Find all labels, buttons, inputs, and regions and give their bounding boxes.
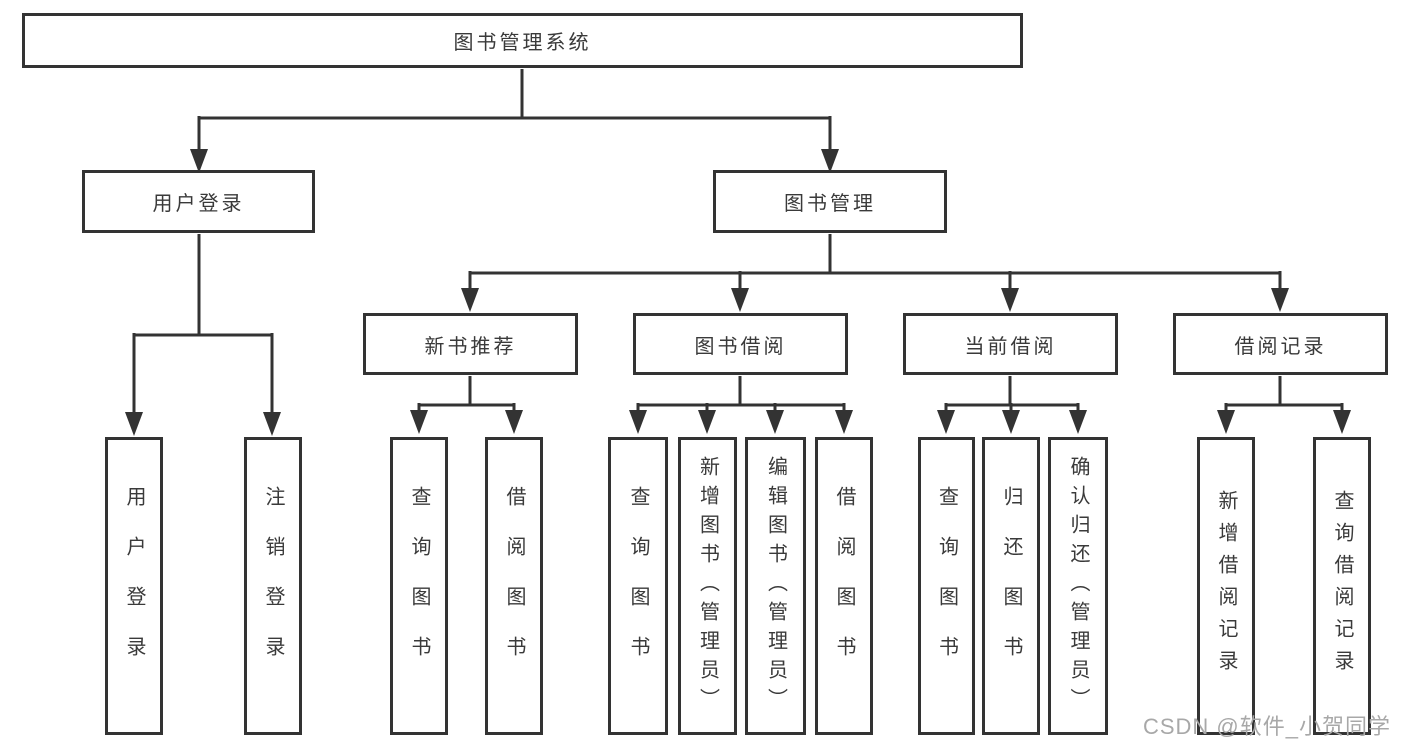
- leaf-borrow-books: 借阅图书: [815, 437, 873, 735]
- leaf-label: 查询图书: [627, 486, 649, 686]
- leaf-edit-books-admin: 编辑图书（管理员）: [745, 437, 806, 735]
- leaf-user-login: 用户登录: [105, 437, 163, 735]
- leaf-return-books: 归还图书: [982, 437, 1040, 735]
- leaf-add-books-admin: 新增图书（管理员）: [678, 437, 737, 735]
- node-label: 图书管理: [784, 193, 876, 215]
- node-new-book-recommend: 新书推荐: [363, 313, 578, 375]
- leaf-label: 查询借阅记录: [1331, 490, 1353, 682]
- leaf-query-books-borrow: 查询图书: [608, 437, 668, 735]
- node-label: 图书管理系统: [453, 32, 592, 54]
- leaf-label: 借阅图书: [833, 486, 855, 686]
- node-label: 用户登录: [152, 193, 245, 215]
- node-library-management-system: 图书管理系统: [22, 13, 1023, 68]
- node-book-borrow: 图书借阅: [633, 313, 848, 375]
- leaf-label: 查询图书: [408, 486, 430, 686]
- leaf-label: 借阅图书: [503, 486, 525, 686]
- node-user-login: 用户登录: [82, 170, 315, 233]
- leaf-logout: 注销登录: [244, 437, 302, 735]
- leaf-add-borrow-record: 新增借阅记录: [1197, 437, 1255, 735]
- node-label: 当前借阅: [964, 335, 1057, 358]
- leaf-label: 编辑图书（管理员）: [764, 455, 787, 717]
- node-book-management: 图书管理: [713, 170, 947, 233]
- leaf-label: 用户登录: [123, 486, 145, 686]
- node-borrow-records: 借阅记录: [1173, 313, 1388, 375]
- arrowheads: [125, 149, 1351, 436]
- leaf-label: 注销登录: [262, 486, 284, 686]
- node-label: 新书推荐: [424, 335, 517, 358]
- leaf-query-borrow-record: 查询借阅记录: [1313, 437, 1371, 735]
- leaf-label: 查询图书: [935, 486, 958, 686]
- csdn-watermark: CSDN @软件_小贺同学: [1142, 714, 1391, 739]
- node-label: 借阅记录: [1234, 335, 1327, 358]
- node-label: 图书借阅: [694, 335, 787, 358]
- leaf-borrow-books-recommend: 借阅图书: [485, 437, 543, 735]
- node-current-borrow: 当前借阅: [903, 313, 1118, 375]
- leaf-label: 归还图书: [1000, 486, 1022, 686]
- leaf-label: 确认归还（管理员）: [1067, 455, 1089, 717]
- leaf-query-books-recommend: 查询图书: [390, 437, 448, 735]
- leaf-label: 新增图书（管理员）: [696, 455, 719, 717]
- leaf-query-books-current: 查询图书: [918, 437, 975, 735]
- leaf-confirm-return-admin: 确认归还（管理员）: [1048, 437, 1108, 735]
- leaf-label: 新增借阅记录: [1215, 490, 1237, 682]
